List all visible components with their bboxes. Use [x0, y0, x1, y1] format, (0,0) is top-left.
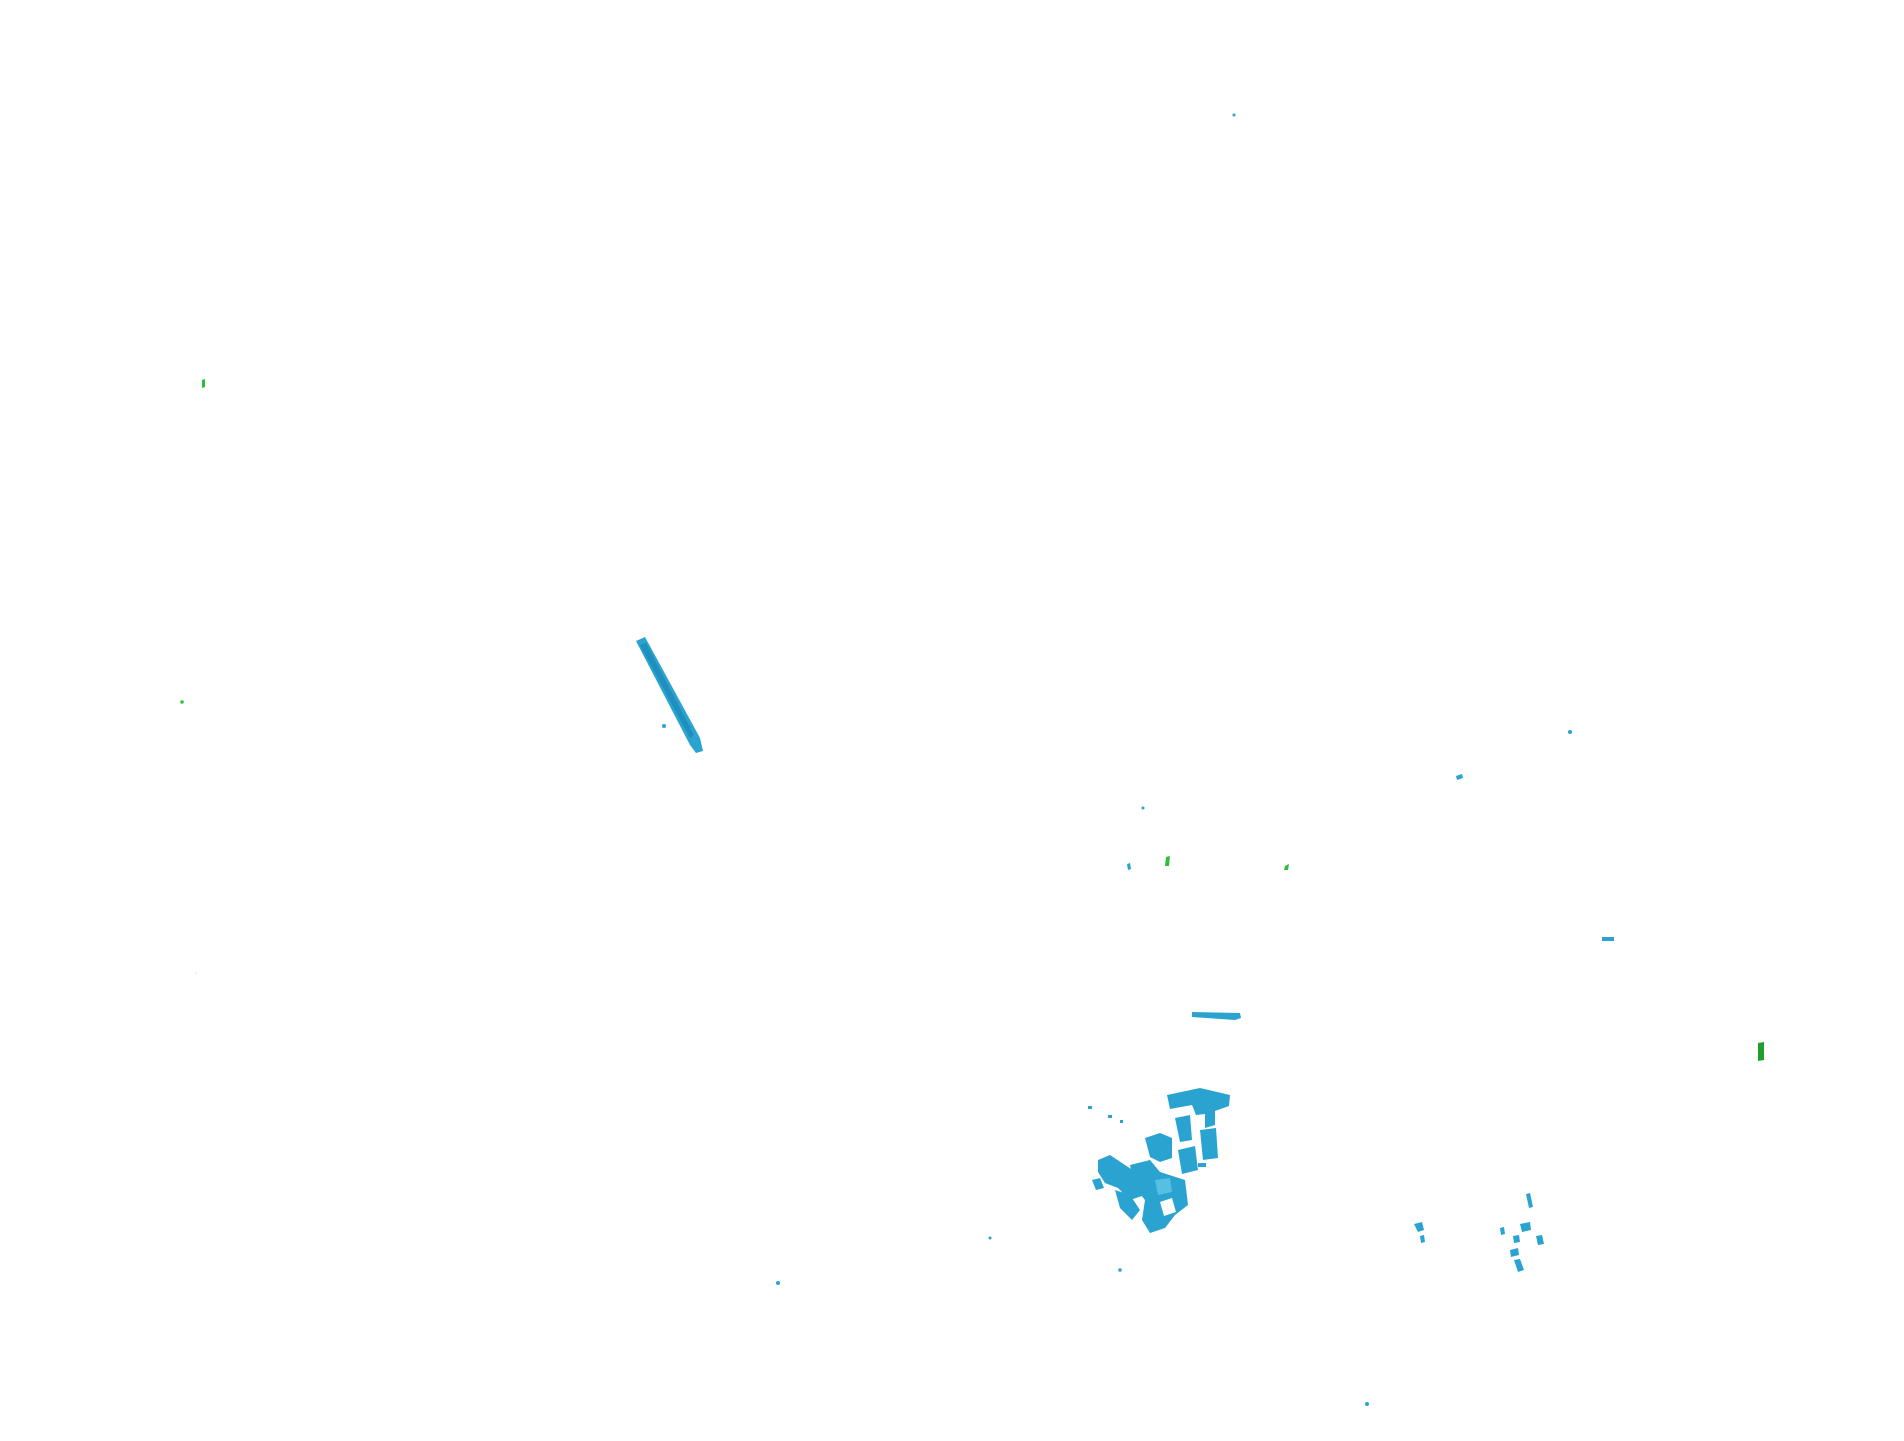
- speck-6: [776, 1281, 780, 1285]
- building-fragment-3: [1120, 1120, 1123, 1123]
- building-cluster: [1088, 1088, 1230, 1233]
- fragment-r1: [1526, 1193, 1533, 1208]
- building-fragment-2: [1108, 1115, 1112, 1118]
- building-block-2: [1175, 1115, 1192, 1142]
- speck-5: [1118, 1268, 1122, 1272]
- building-fragment-1: [1088, 1106, 1092, 1109]
- building-block-7: [1130, 1160, 1188, 1233]
- fragment-group-scattered: [776, 113, 1236, 1285]
- fragment-r12: [1568, 730, 1572, 734]
- fragment-r8: [1414, 1222, 1424, 1232]
- building-block-6: [1098, 1155, 1145, 1200]
- fragment-r6: [1514, 1259, 1524, 1272]
- fragment-r7: [1500, 1227, 1505, 1235]
- horizontal-pier: [1192, 1012, 1241, 1020]
- building-block-1: [1167, 1088, 1230, 1128]
- vegetation-speck-1: [202, 379, 205, 388]
- vegetation-speck-4: [1284, 864, 1289, 870]
- speck-2: [1141, 806, 1145, 810]
- pier-body: [1192, 1012, 1241, 1020]
- vegetation-speck-6: [195, 972, 197, 974]
- vegetation-specks: [180, 379, 1764, 1061]
- building-block-8: [1115, 1190, 1140, 1220]
- vegetation-speck-5: [1758, 1042, 1764, 1061]
- speck-3: [1127, 863, 1131, 870]
- vegetation-speck-2: [180, 700, 184, 704]
- building-block-5: [1178, 1146, 1198, 1174]
- building-block-4: [1200, 1128, 1218, 1160]
- fragment-r9: [1420, 1235, 1425, 1243]
- fragment-r11: [1456, 774, 1463, 780]
- building-roof-highlight: [1155, 1178, 1172, 1195]
- fragment-group-right: [1365, 730, 1614, 1406]
- diagonal-structure: [636, 637, 703, 753]
- vegetation-speck-3: [1165, 856, 1170, 866]
- fragment-r13: [1365, 1402, 1369, 1406]
- fragment-r2: [1520, 1222, 1531, 1232]
- speck-1: [1232, 113, 1236, 117]
- fragment-r4: [1513, 1235, 1520, 1243]
- building-courtyard: [1160, 1198, 1176, 1216]
- fragment-r5: [1510, 1248, 1519, 1257]
- diagonal-structure-shade: [640, 643, 694, 738]
- building-block-9: [1092, 1178, 1104, 1190]
- building-block-3: [1145, 1133, 1172, 1162]
- fragment-r10: [1602, 937, 1614, 941]
- diagonal-structure-fragment: [662, 724, 666, 728]
- speck-4: [988, 1236, 992, 1240]
- building-fragment-4: [1198, 1163, 1206, 1167]
- fragment-r3: [1536, 1235, 1544, 1245]
